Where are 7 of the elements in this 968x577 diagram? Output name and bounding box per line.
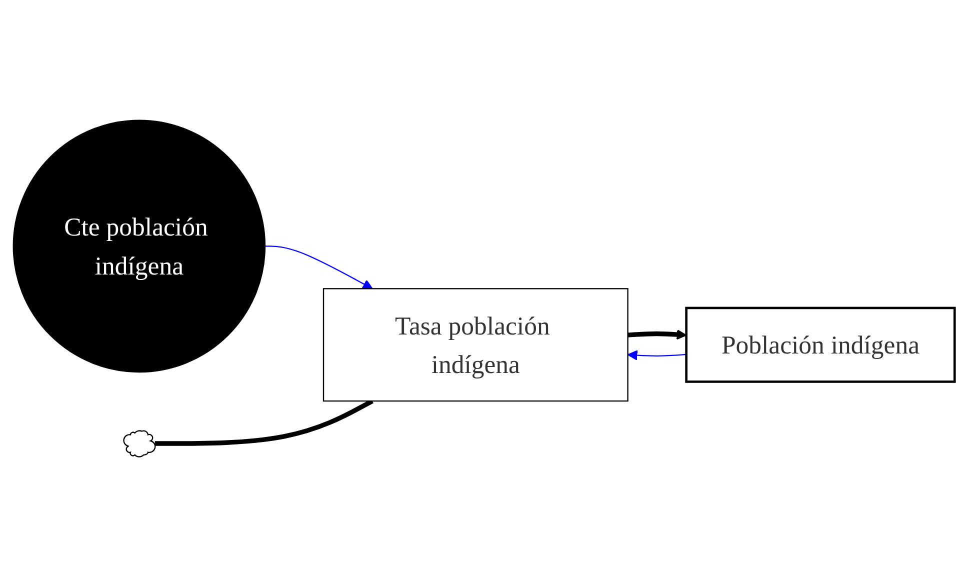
arrow [627,350,686,360]
arrow [628,329,687,340]
arrow [265,246,373,290]
node-circle: Cte población indígena [12,120,266,373]
node-cloud [123,430,156,458]
node-box: Tasa población indígena [322,288,628,402]
node-box: Población indígena [685,306,956,383]
